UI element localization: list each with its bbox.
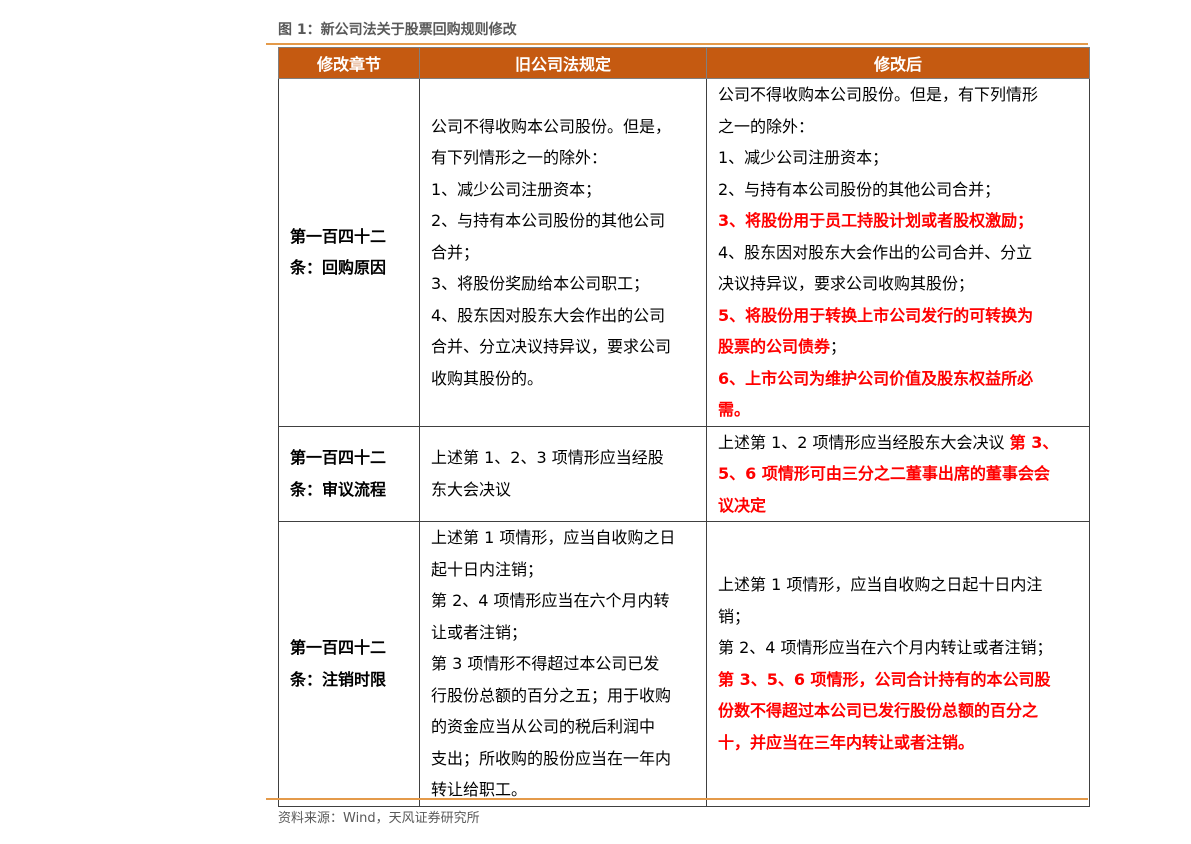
plain-text: ； — [830, 337, 847, 356]
header-row: 修改章节 旧公司法规定 修改后 — [278, 47, 1090, 79]
text-line: 上述第 1、2、3 项情形应当经股 — [431, 448, 664, 468]
figure-caption: 图 1：新公司法关于股票回购规则修改 — [278, 22, 517, 38]
text-line: 上述第 1 项情形，应当自收购之日 — [431, 528, 676, 547]
header-revised: 修改后 — [706, 47, 1090, 79]
highlighted-text: 第 3、 — [1009, 432, 1059, 452]
bottom-rule — [266, 798, 1088, 800]
highlighted-line: 5、将股份用于转换上市公司发行的可转换为 — [718, 305, 1034, 325]
chapter-line: 条：回购原因 — [290, 258, 387, 278]
text-line: 4、股东因对股东大会作出的公司 — [431, 305, 666, 325]
table-row: 第一百四十二 条：回购原因 公司不得收购本公司股份。但是， 有下列情形之一的除外… — [278, 78, 1090, 427]
chapter-line: 第一百四十二 — [290, 226, 387, 246]
text-line: 1、减少公司注册资本； — [718, 148, 889, 167]
highlighted-line: 5、6 项情形可由三分之二董事出席的董事会会 — [718, 464, 1050, 483]
text-line: 股票的公司债券； — [718, 331, 1081, 363]
revised-cell: 上述第 1 项情形，应当自收购之日起十日内注 销； 第 2、4 项情形应当在六个… — [706, 521, 1090, 807]
text-line: 第 2、4 项情形应当在六个月内转让或者注销； — [718, 638, 1053, 658]
text-line: 之一的除外： — [718, 116, 815, 136]
top-rule — [266, 43, 1088, 45]
chapter-cell: 第一百四十二 条：回购原因 — [278, 78, 420, 427]
comparison-table: 修改章节 旧公司法规定 修改后 第一百四十二 条：回购原因 公司不得收购本公司股… — [278, 47, 1090, 807]
text-line: 2、与持有本公司股份的其他公司 — [431, 211, 666, 230]
text-line: 公司不得收购本公司股份。但是， — [431, 116, 672, 136]
old-rule-cell: 公司不得收购本公司股份。但是， 有下列情形之一的除外： 1、减少公司注册资本； … — [419, 78, 707, 427]
source-note: 资料来源：Wind，天风证券研究所 — [278, 811, 480, 826]
revised-cell: 公司不得收购本公司股份。但是，有下列情形 之一的除外： 1、减少公司注册资本； … — [706, 78, 1090, 427]
table-row: 第一百四十二 条：审议流程 上述第 1、2、3 项情形应当经股 东大会决议 上述… — [278, 425, 1090, 522]
table-row: 第一百四十二 条：注销时限 上述第 1 项情形，应当自收购之日 起十日内注销； … — [278, 521, 1090, 807]
highlighted-text: 股票的公司债券 — [718, 337, 831, 356]
text-line: 2、与持有本公司股份的其他公司合并； — [718, 179, 1001, 199]
text-line: 合并、分立决议持异议，要求公司 — [431, 337, 672, 356]
header-old-rule: 旧公司法规定 — [419, 47, 707, 79]
chapter-line: 条：注销时限 — [290, 669, 387, 689]
chapter-line: 第一百四十二 — [290, 448, 387, 468]
highlighted-line: 议决定 — [718, 495, 767, 515]
text-line: 有下列情形之一的除外： — [431, 148, 608, 167]
text-line: 行股份总额的百分之五；用于收购 — [431, 685, 672, 705]
text-line: 公司不得收购本公司股份。但是，有下列情形 — [718, 85, 1039, 104]
text-line: 销； — [718, 606, 751, 626]
highlighted-line: 3、将股份用于员工持股计划或者股权激励； — [718, 211, 1034, 230]
text-line: 让或者注销； — [431, 622, 528, 642]
chapter-line: 条：审议流程 — [290, 479, 387, 499]
text-line: 4、股东因对股东大会作出的公司合并、分立 — [718, 242, 1033, 262]
plain-text: 上述第 1、2 项情形应当经股东大会决议 — [718, 432, 1010, 452]
text-line: 1、减少公司注册资本； — [431, 179, 602, 199]
header-chapter: 修改章节 — [278, 47, 420, 79]
old-rule-cell: 上述第 1、2、3 项情形应当经股 东大会决议 — [419, 425, 707, 522]
highlighted-line: 份数不得超过本公司已发行股份总额的百分之 — [718, 701, 1039, 721]
text-line: 3、将股份奖励给本公司职工； — [431, 274, 650, 293]
text-line: 决议持异议，要求公司收购其股份； — [718, 274, 975, 293]
revised-cell: 上述第 1、2 项情形应当经股东大会决议 第 3、 5、6 项情形可由三分之二董… — [706, 425, 1090, 522]
highlighted-line: 需。 — [718, 400, 751, 419]
highlighted-line: 6、上市公司为维护公司价值及股东权益所必 — [718, 368, 1034, 388]
chapter-cell: 第一百四十二 条：审议流程 — [278, 425, 420, 522]
chapter-cell: 第一百四十二 条：注销时限 — [278, 521, 420, 807]
text-line: 第 2、4 项情形应当在六个月内转 — [431, 591, 670, 610]
highlighted-line: 第 3、5、6 项情形，公司合计持有的本公司股 — [718, 669, 1051, 689]
old-rule-cell: 上述第 1 项情形，应当自收购之日 起十日内注销； 第 2、4 项情形应当在六个… — [419, 521, 707, 807]
text-line: 支出；所收购的股份应当在一年内 — [431, 748, 672, 768]
text-line: 合并； — [431, 242, 480, 262]
text-line: 的资金应当从公司的税后利润中 — [431, 717, 656, 736]
text-line: 上述第 1、2 项情形应当经股东大会决议 第 3、 — [718, 427, 1081, 459]
highlighted-line: 十，并应当在三年内转让或者注销。 — [718, 732, 975, 752]
text-line: 起十日内注销； — [431, 559, 544, 579]
text-line: 东大会决议 — [431, 479, 512, 499]
text-line: 第 3 项情形不得超过本公司已发 — [431, 654, 660, 673]
text-line: 转让给职工。 — [431, 780, 528, 799]
chapter-line: 第一百四十二 — [290, 638, 387, 658]
text-line: 上述第 1 项情形，应当自收购之日起十日内注 — [718, 575, 1043, 595]
text-line: 收购其股份的。 — [431, 368, 544, 388]
